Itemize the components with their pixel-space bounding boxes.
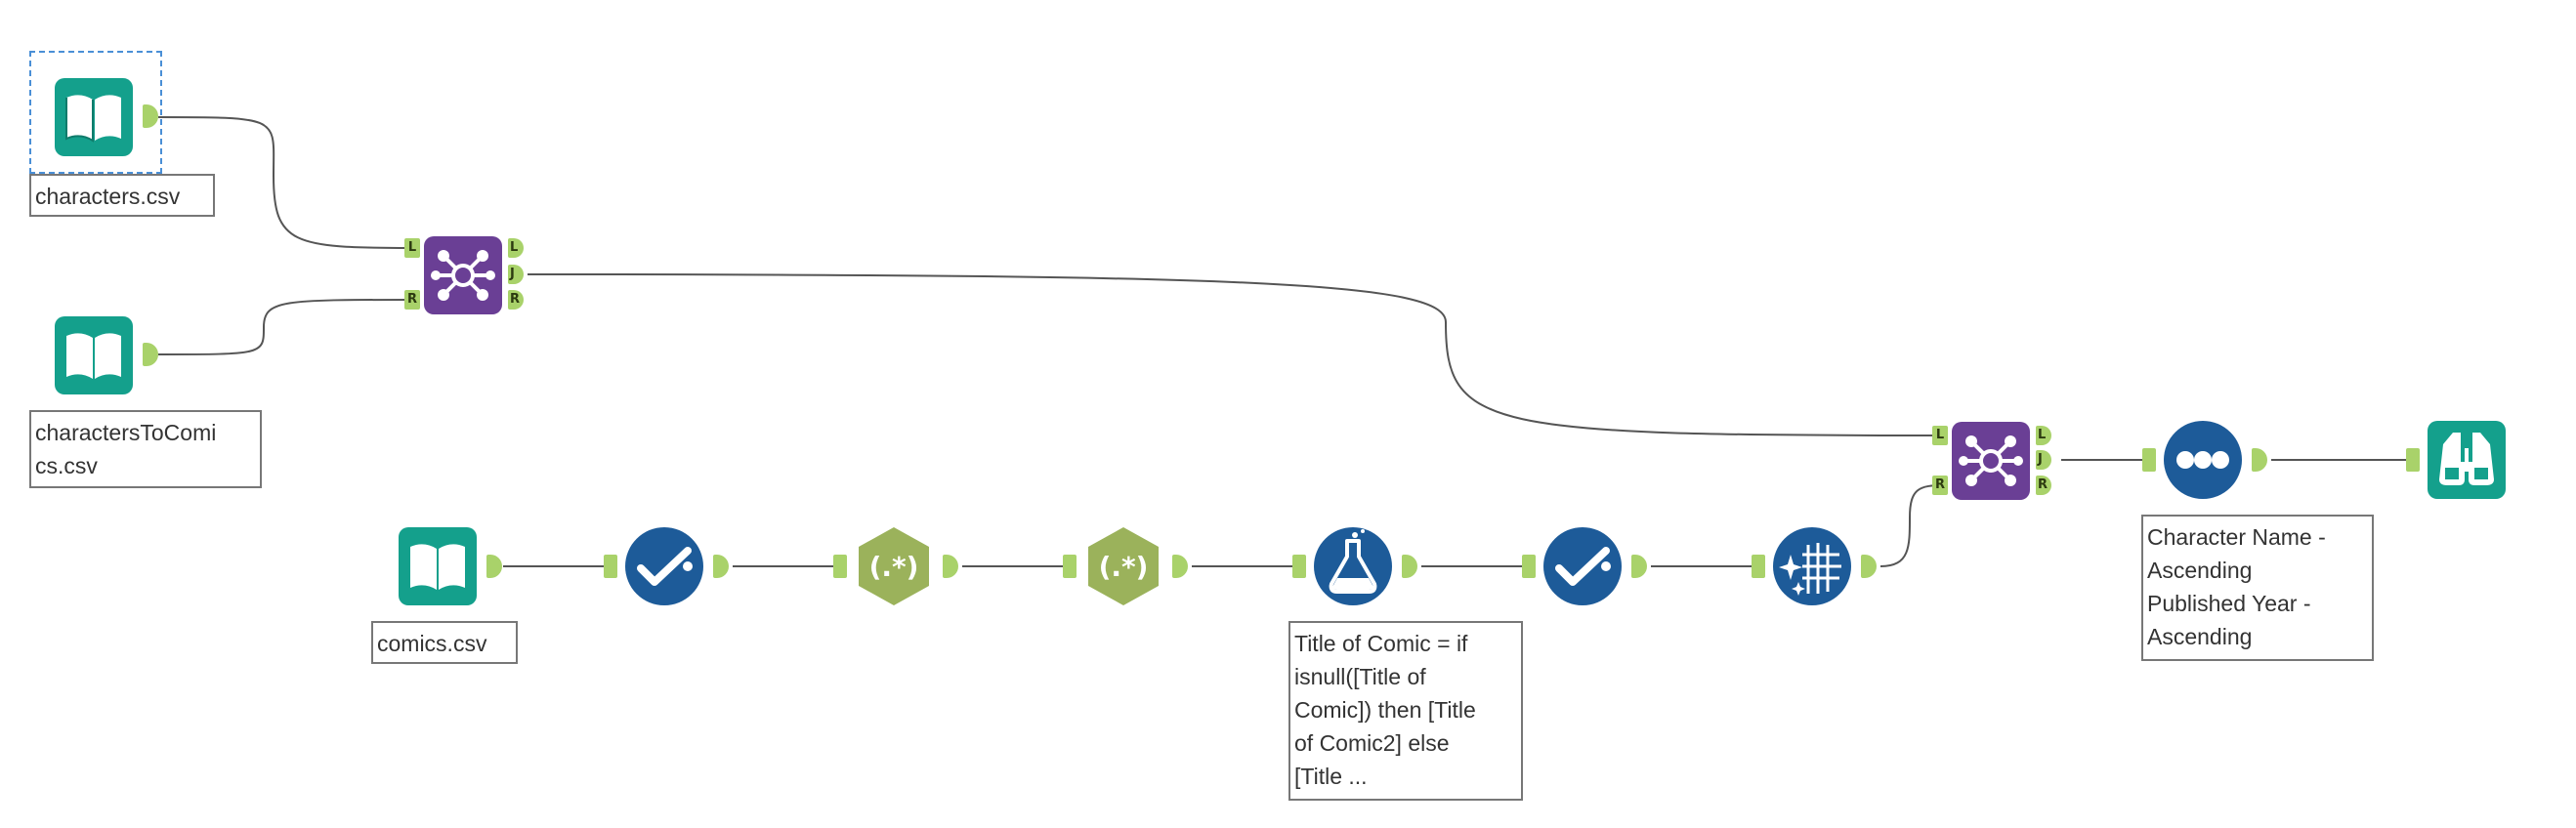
formula-1-tool[interactable] bbox=[1312, 525, 1394, 607]
regex-icon: (.*) bbox=[1088, 527, 1159, 605]
join-j-output-anchor[interactable]: J bbox=[2036, 450, 2051, 470]
checkmark-icon bbox=[1543, 527, 1622, 605]
book-icon bbox=[399, 527, 477, 605]
browse-1-tool[interactable] bbox=[2426, 419, 2508, 501]
output-anchor[interactable] bbox=[1861, 555, 1877, 578]
checkmark-icon bbox=[625, 527, 703, 605]
tool-caption: comics.csv bbox=[371, 621, 518, 664]
output-anchor[interactable] bbox=[143, 343, 158, 366]
connection-join-j-to-join2-left[interactable] bbox=[527, 273, 1945, 436]
tool-caption: Title of Comic = if isnull([Title of Com… bbox=[1288, 621, 1523, 801]
join-icon bbox=[424, 236, 502, 314]
sort-dots-icon bbox=[2164, 421, 2242, 499]
connection-cleanse-to-join2-right[interactable] bbox=[1879, 484, 1945, 567]
output-anchor[interactable] bbox=[1402, 555, 1417, 578]
join-left-output-anchor[interactable]: L bbox=[2036, 426, 2051, 445]
binoculars-icon bbox=[2428, 421, 2506, 499]
output-anchor[interactable] bbox=[1631, 555, 1647, 578]
tool-caption: Character Name - Ascending Published Yea… bbox=[2141, 515, 2374, 661]
input-characters-tool[interactable] bbox=[53, 76, 135, 158]
join-j-output-anchor[interactable]: J bbox=[508, 265, 524, 284]
output-anchor[interactable] bbox=[1172, 555, 1188, 578]
connection-characters-to-join-left[interactable] bbox=[157, 116, 411, 249]
join-left-output-anchor[interactable]: L bbox=[508, 238, 524, 258]
join-2-tool[interactable] bbox=[1950, 420, 2032, 502]
select-1-tool[interactable] bbox=[623, 525, 705, 607]
output-anchor[interactable] bbox=[713, 555, 729, 578]
flask-icon bbox=[1314, 527, 1392, 605]
book-icon bbox=[55, 78, 133, 156]
join-left-input-anchor[interactable]: L bbox=[1932, 426, 1948, 445]
input-anchor[interactable] bbox=[1522, 555, 1536, 578]
join-1-tool[interactable] bbox=[422, 234, 504, 316]
join-left-input-anchor[interactable]: L bbox=[404, 238, 420, 258]
input-anchor[interactable] bbox=[1292, 555, 1306, 578]
sparkle-table-icon bbox=[1773, 527, 1851, 605]
input-anchor[interactable] bbox=[2406, 448, 2420, 472]
input-anchor[interactable] bbox=[1752, 555, 1765, 578]
select-2-tool[interactable] bbox=[1541, 525, 1624, 607]
cleanse-1-tool[interactable] bbox=[1771, 525, 1853, 607]
sort-1-tool[interactable] bbox=[2162, 419, 2244, 501]
output-anchor[interactable] bbox=[943, 555, 958, 578]
input-characters-to-comics-tool[interactable] bbox=[53, 314, 135, 396]
tool-caption: characters.csv bbox=[29, 174, 215, 217]
connection-characterstocomics-to-join-right[interactable] bbox=[157, 299, 411, 355]
regex-2-tool[interactable]: (.*) bbox=[1082, 525, 1164, 607]
input-anchor[interactable] bbox=[604, 555, 617, 578]
selection-box bbox=[29, 51, 162, 174]
svg-text:(.*): (.*) bbox=[869, 551, 919, 583]
join-right-output-anchor[interactable]: R bbox=[2036, 476, 2051, 495]
output-anchor[interactable] bbox=[143, 104, 158, 128]
regex-icon: (.*) bbox=[859, 527, 929, 605]
regex-1-tool[interactable]: (.*) bbox=[853, 525, 935, 607]
input-anchor[interactable] bbox=[2142, 448, 2156, 472]
output-anchor[interactable] bbox=[2252, 448, 2267, 472]
book-icon bbox=[55, 316, 133, 394]
join-right-output-anchor[interactable]: R bbox=[508, 290, 524, 310]
output-anchor[interactable] bbox=[486, 555, 502, 578]
input-anchor[interactable] bbox=[833, 555, 847, 578]
join-icon bbox=[1952, 422, 2030, 500]
input-comics-tool[interactable] bbox=[397, 525, 479, 607]
tool-caption: charactersToComi cs.csv bbox=[29, 410, 262, 488]
join-right-input-anchor[interactable]: R bbox=[1932, 476, 1948, 495]
join-right-input-anchor[interactable]: R bbox=[404, 290, 420, 310]
svg-text:(.*): (.*) bbox=[1099, 551, 1149, 583]
input-anchor[interactable] bbox=[1063, 555, 1077, 578]
